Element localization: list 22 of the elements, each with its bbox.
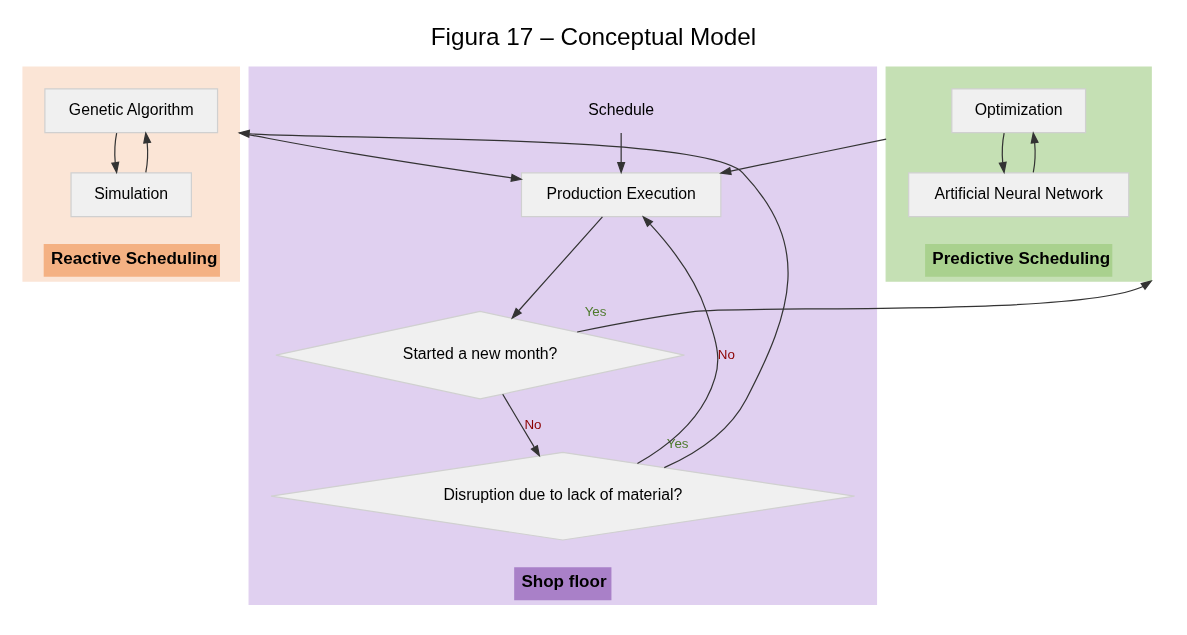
arrow (719, 138, 887, 176)
arrow (1030, 131, 1039, 173)
arrow (998, 132, 1007, 175)
arrow (616, 132, 626, 175)
arrow (237, 129, 789, 469)
edge-label: No (524, 417, 542, 433)
node-diamond: Disruption due to lack of material? (270, 451, 856, 541)
edge-label: No (717, 346, 735, 362)
node-box: Production Execution (520, 172, 722, 218)
arrow (636, 215, 719, 465)
node-box: Genetic Algorithm (44, 88, 219, 134)
node-box: Artificial Neural Network (908, 172, 1130, 218)
node-box: Optimization (951, 88, 1087, 134)
diagram-title: Figura 17 – Conceptual Model (430, 23, 757, 51)
arrow (502, 393, 541, 458)
edge-label: Yes (666, 435, 689, 451)
node-box: Simulation (70, 172, 192, 218)
arrow (110, 132, 120, 175)
arrow (576, 280, 1153, 333)
arrow (143, 131, 152, 173)
node-text: Schedule (588, 100, 655, 118)
arrow (510, 216, 604, 320)
